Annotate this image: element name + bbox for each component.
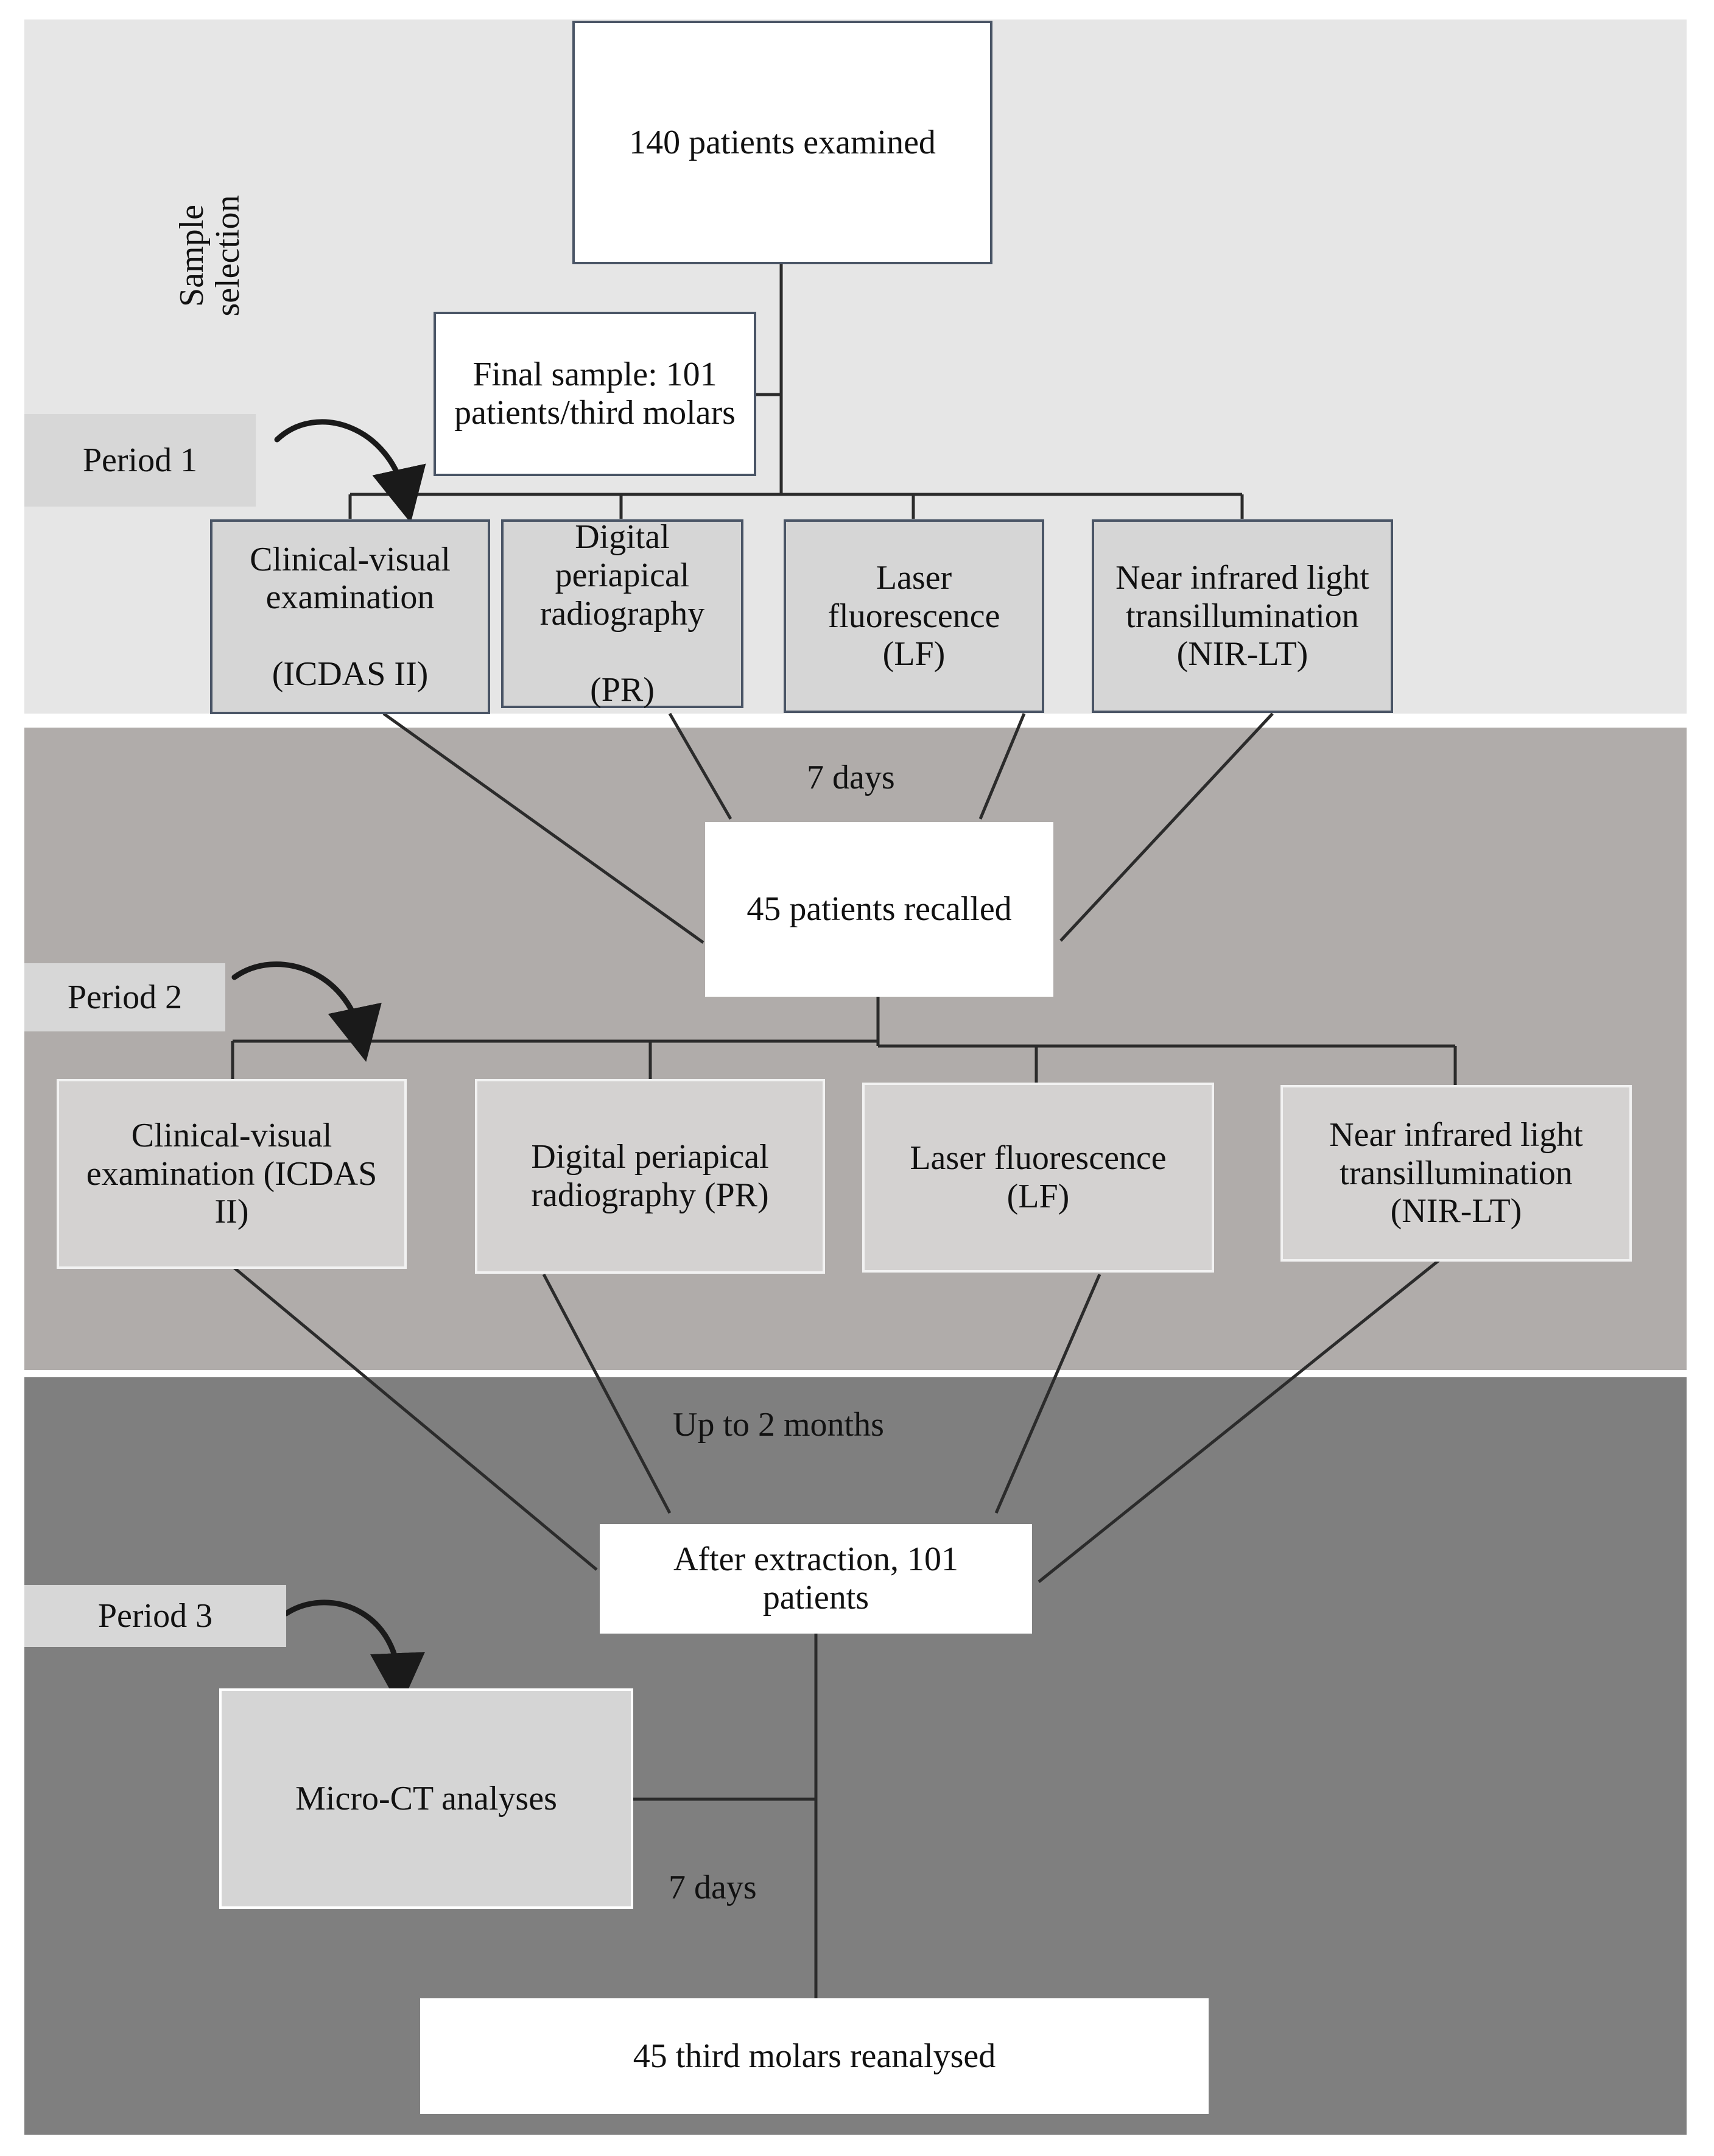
p2-lf-box: Laser fluorescence (LF): [862, 1083, 1214, 1273]
period-3-label: Period 3: [24, 1585, 286, 1647]
p2-pr-box: Digital periapical radiography (PR): [475, 1079, 825, 1274]
connector-p1-icdas-recalled: [382, 712, 704, 944]
connector-p2-nir-extraction: [1038, 1257, 1442, 1583]
p2-nir-box: Near infrared light transillumination (N…: [1280, 1085, 1632, 1262]
period3-arrow-icon: [283, 1599, 425, 1708]
p1-nir-box: Near infrared light transillumination (N…: [1092, 519, 1393, 713]
micro-ct-box: Micro-CT analyses: [219, 1688, 633, 1909]
connector-p1-nir-recalled: [1059, 712, 1274, 942]
interval-2-months-label: Up to 2 months: [673, 1406, 884, 1444]
interval-7-days-label: 7 days: [807, 759, 895, 796]
after-extraction-box: After extraction, 101 patients: [600, 1524, 1032, 1634]
period1-arrow-icon: [274, 419, 426, 523]
connector-p2-lf-extraction: [994, 1274, 1101, 1514]
sample-selection-label: Sample selection: [173, 195, 247, 317]
connector-p1-lf-recalled: [978, 713, 1026, 820]
interval-7-days-2-label: 7 days: [669, 1869, 757, 1906]
patients-recalled-box: 45 patients recalled: [705, 822, 1053, 997]
period-1-label: Period 1: [24, 414, 256, 507]
period-2-label: Period 2: [24, 963, 225, 1031]
third-molars-reanalysed-box: 45 third molars reanalysed: [420, 1998, 1209, 2114]
patients-examined-box: 140 patients examined: [572, 21, 992, 264]
p1-icdas-box: Clinical-visual examination (ICDAS II): [210, 519, 490, 714]
connector-p2-pr-extraction: [542, 1273, 672, 1514]
connector-p2-icdas-extraction: [231, 1265, 598, 1571]
connector-p1-pr-recalled: [668, 712, 732, 820]
final-sample-box: Final sample: 101 patients/third molars: [434, 312, 756, 476]
p2-icdas-box: Clinical-visual examination (ICDAS II): [57, 1079, 407, 1269]
period2-arrow-icon: [231, 961, 382, 1062]
p1-pr-box: Digital periapical radiography (PR): [501, 518, 743, 709]
p1-lf-box: Laser fluorescence (LF): [784, 519, 1044, 713]
